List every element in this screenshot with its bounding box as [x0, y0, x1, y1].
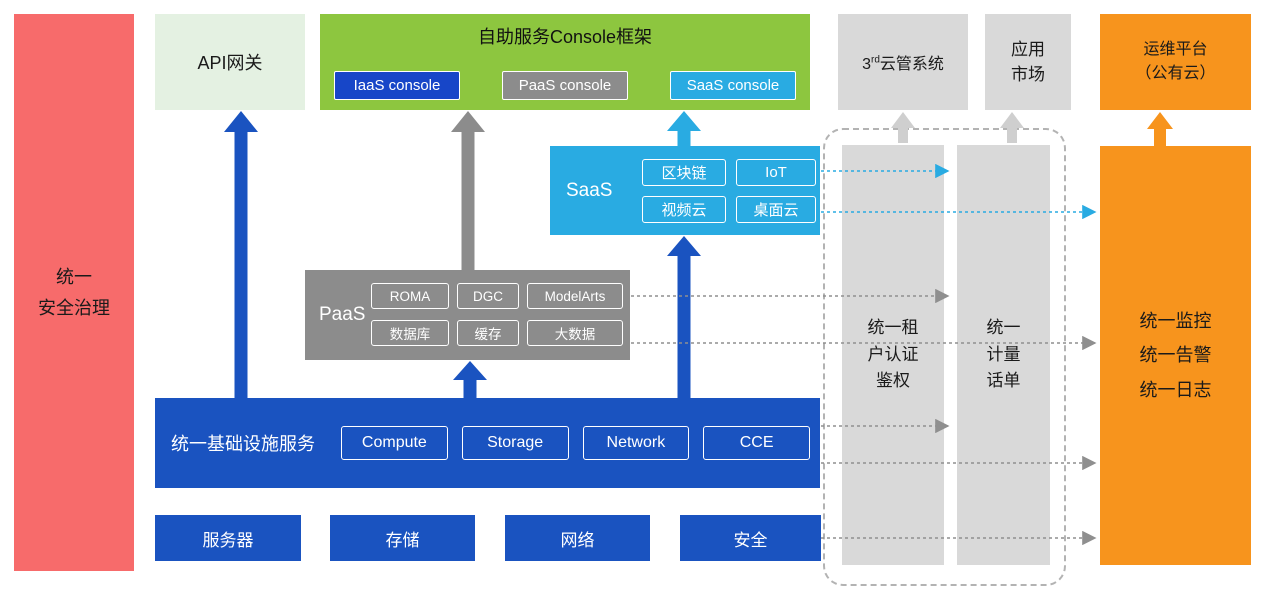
paas-item-roma: ROMA — [371, 283, 449, 309]
metering-bar: 统一 计量 话单 — [957, 145, 1050, 565]
paas-service-grid: ROMA DGC ModelArts 数据库 缓存 大数据 — [371, 283, 623, 346]
paas-item-bigdata: 大数据 — [527, 320, 623, 346]
iaas-console-chip: IaaS console — [334, 71, 460, 100]
arrow-iaas-to-api-gateway-icon — [224, 111, 258, 398]
paas-console-chip: PaaS console — [502, 71, 628, 100]
third-party-prefix: 3 — [862, 56, 871, 73]
saas-console-chip: SaaS console — [670, 71, 796, 100]
third-party-sup: rd — [870, 54, 880, 66]
console-framework-box: 自助服务Console框架 IaaS console PaaS console … — [320, 14, 810, 110]
arrow-saas-to-console-icon — [667, 111, 701, 146]
security-governance-panel: 统一 安全治理 — [14, 14, 134, 571]
hardware-network-box: 网络 — [505, 515, 650, 561]
iaas-item-network: Network — [582, 426, 690, 460]
saas-item-video-cloud: 视频云 — [642, 196, 726, 223]
infrastructure-services-box: 统一基础设施服务 Compute Storage Network CCE — [155, 398, 820, 488]
paas-item-dgc: DGC — [457, 283, 519, 309]
arrow-paas-to-console-icon — [451, 111, 485, 270]
om-platform-box: 运维平台 （公有云） — [1100, 14, 1251, 110]
paas-box: PaaS ROMA DGC ModelArts 数据库 缓存 大数据 — [305, 270, 630, 360]
tenant-auth-bar: 统一租 户认证 鉴权 — [842, 145, 944, 565]
console-chip-row: IaaS console PaaS console SaaS console — [334, 71, 796, 100]
hardware-security-box: 安全 — [680, 515, 821, 561]
paas-item-database: 数据库 — [371, 320, 449, 346]
saas-service-grid: 区块链 IoT 视频云 桌面云 — [642, 159, 816, 223]
saas-label: SaaS — [566, 179, 613, 201]
infrastructure-service-row: Compute Storage Network CCE — [341, 398, 810, 488]
paas-item-modelarts: ModelArts — [527, 283, 623, 309]
third-party-suffix: 云管系统 — [879, 56, 944, 73]
saas-item-blockchain: 区块链 — [642, 159, 726, 186]
console-framework-title: 自助服务Console框架 — [477, 27, 653, 47]
infrastructure-services-label: 统一基础设施服务 — [171, 434, 315, 454]
paas-item-cache: 缓存 — [457, 320, 519, 346]
third-party-cloud-label: 3rd云管系统 — [862, 50, 944, 74]
hardware-server-box: 服务器 — [155, 515, 301, 561]
monitoring-alarm-log-box: 统一监控 统一告警 统一日志 — [1100, 146, 1251, 565]
paas-label: PaaS — [319, 304, 366, 325]
api-gateway-box: API网关 — [155, 14, 305, 110]
iaas-item-cce: CCE — [703, 426, 810, 460]
iaas-item-storage: Storage — [461, 426, 569, 460]
iaas-item-compute: Compute — [341, 426, 448, 460]
third-party-cloud-box: 3rd云管系统 — [838, 14, 968, 110]
app-market-box: 应用 市场 — [985, 14, 1071, 110]
hardware-storage-box: 存储 — [330, 515, 475, 561]
saas-item-desktop-cloud: 桌面云 — [736, 196, 816, 223]
arrow-monitoring-to-om-platform-icon — [1147, 112, 1173, 146]
saas-item-iot: IoT — [736, 159, 816, 186]
arrow-iaas-to-paas-icon — [453, 361, 487, 398]
saas-box: SaaS 区块链 IoT 视频云 桌面云 — [550, 146, 820, 235]
shared-services-dashed-container — [823, 128, 1066, 586]
arrow-iaas-to-saas-icon — [667, 236, 701, 398]
